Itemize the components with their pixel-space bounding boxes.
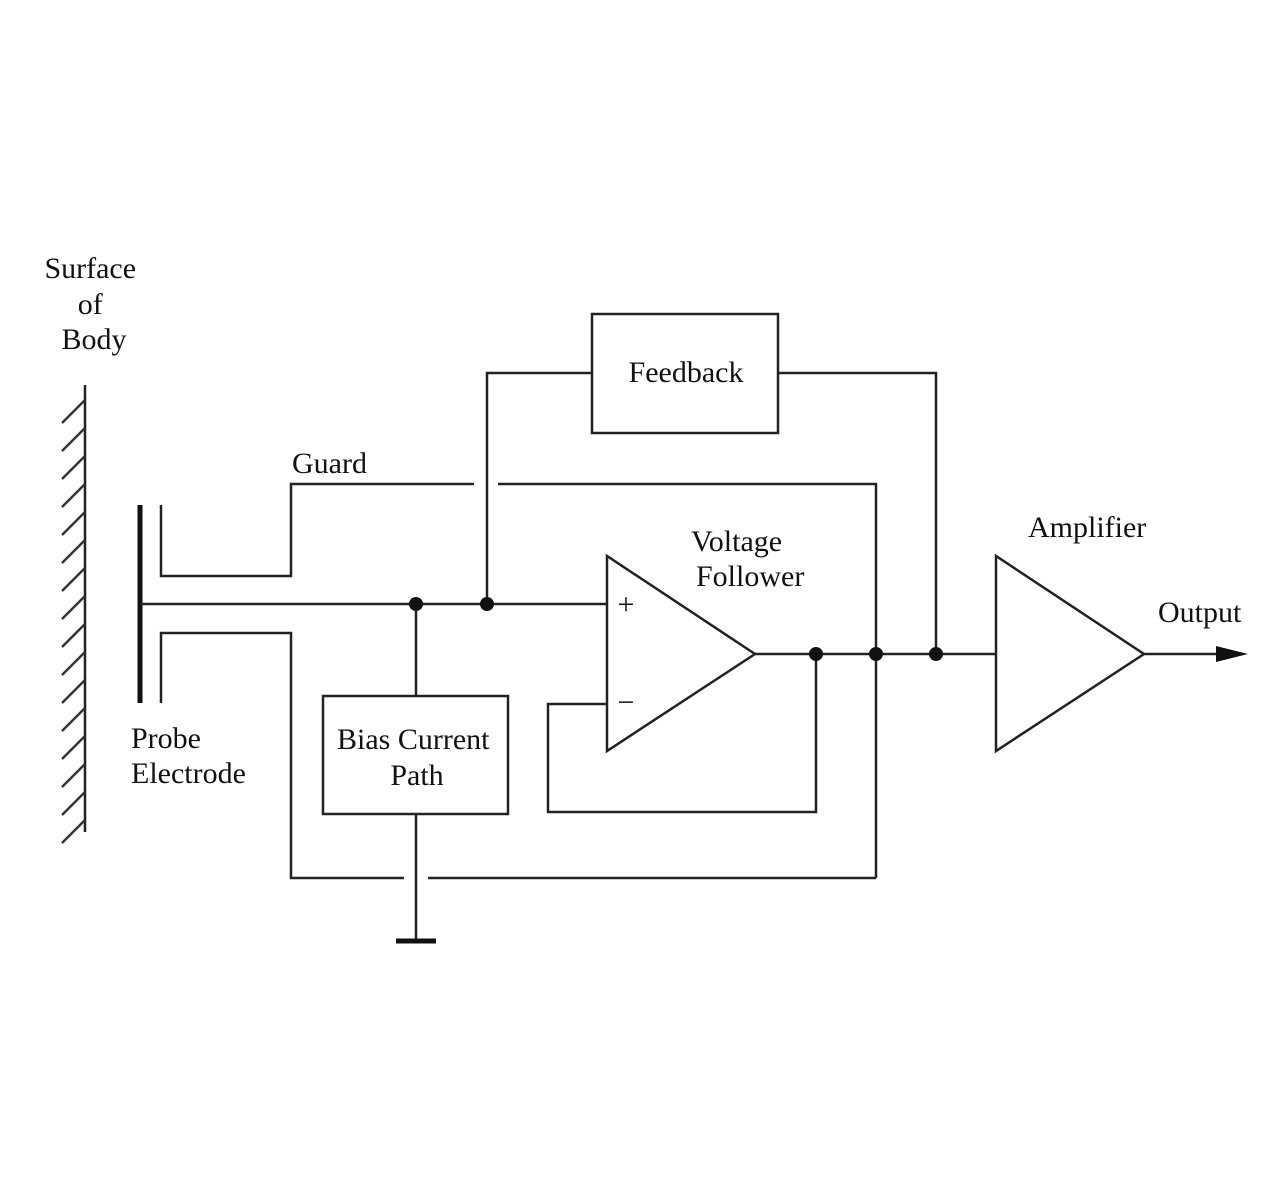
hatch-mark [61,651,86,676]
feedback-label: Feedback [629,356,744,389]
hatch-mark [61,679,86,704]
hatch-mark [61,819,86,844]
hatch-mark [61,567,86,592]
bias-label-line-2: Path [390,759,443,792]
junction-dot-guard [869,647,883,661]
amplifier-label: Amplifier [1028,511,1146,544]
junction-dot-bias [409,597,423,611]
probe-label-line-2: Electrode [131,757,246,790]
output-arrowhead [1216,646,1248,662]
hatch-mark [61,539,86,564]
amplifier-triangle [994,553,1147,754]
body-surface [61,385,87,844]
output-label: Output [1158,596,1242,629]
junction-dot-feedback-input [480,597,494,611]
surface-label-line-2: of [78,288,103,321]
bias-current-path-label: Bias Current Path [337,723,497,792]
plus-sign: + [618,588,635,621]
hatch-mark [61,595,86,620]
follower-label-line-2: Follower [696,560,804,593]
probe-electrode-label: Probe Electrode [131,722,246,790]
bias-label-line-1: Bias Current [337,723,490,756]
hatch-mark [61,483,86,508]
minus-sign: − [618,686,635,719]
surface-label: Surface of Body [44,252,143,356]
voltage-follower-label: Voltage Follower [691,525,804,593]
feedback-right-wire [778,371,938,654]
hatch-mark [61,427,86,452]
hatch-mark [61,623,86,648]
voltage-follower-triangle [605,553,758,754]
hatch-mark [61,791,86,816]
guard-lower-wire [159,631,876,880]
hatch-mark [61,455,86,480]
probe-label-line-1: Probe [131,722,201,755]
surface-label-line-1: Surface [44,252,136,285]
hatch-mark [61,735,86,760]
junction-dot-follower-loop [809,647,823,661]
hatch-mark [61,707,86,732]
guard-upper-wire [159,482,878,878]
hatch-mark [61,511,86,536]
surface-hatching [61,399,86,844]
surface-label-line-3: Body [61,323,126,356]
hatch-mark [61,763,86,788]
follower-feedback-wire [546,654,818,814]
hatch-mark [61,399,86,424]
follower-label-line-1: Voltage [691,525,782,558]
junction-dot-feedback-output [929,647,943,661]
feedback-left-wire [485,371,592,604]
guard-label: Guard [292,447,367,480]
